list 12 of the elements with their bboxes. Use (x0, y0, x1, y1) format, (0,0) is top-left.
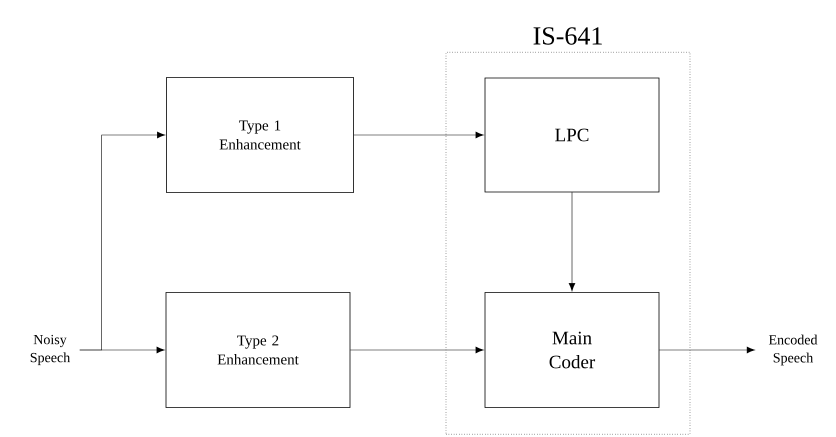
signal-label: Noisy Speech (30, 334, 70, 366)
arrow (568, 192, 576, 292)
process-box: Type 1 Enhancement (166, 77, 354, 193)
node-label: IS-641 (534, 27, 602, 45)
process-box: Main Coder (484, 292, 660, 408)
arrow (354, 132, 484, 138)
arrow (659, 346, 755, 354)
arrow (79, 346, 165, 354)
arrow (350, 346, 484, 354)
process-box: LPC (484, 78, 660, 192)
process-box: Type 2 Enhancement (166, 292, 350, 408)
signal-label: Encoded Speech (768, 334, 818, 366)
